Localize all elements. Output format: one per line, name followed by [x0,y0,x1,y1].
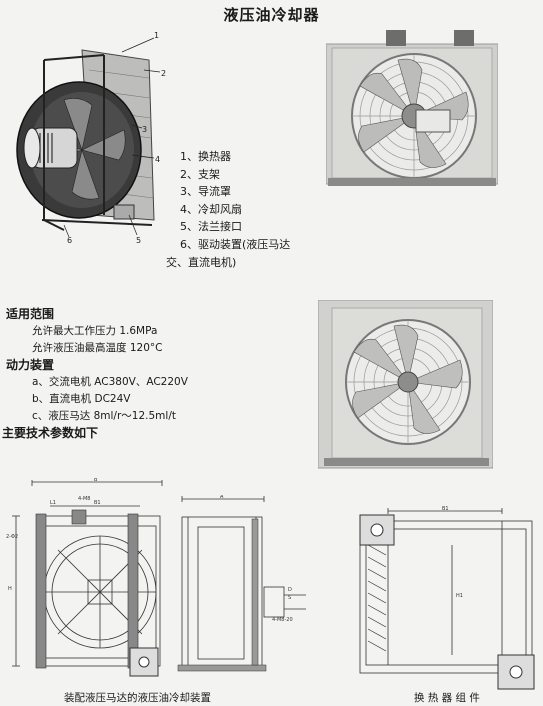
dim-b1: B1 [94,500,101,506]
parts-list-item: 交、直流电机) [166,255,237,269]
dim-a: A [220,495,224,500]
callout-3: 3 [142,125,147,134]
dim-l1: L1 [50,500,56,506]
parts-list-item: 3、导流罩 [180,185,231,199]
parts-list-item: 1、换热器 [180,150,231,163]
drive-item: b、直流电机 DC24V [32,393,131,405]
callout-6: 6 [67,236,72,245]
callout-1: 1 [154,31,159,40]
callout-4: 4 [155,155,160,164]
caption-right: 换 热 器 组 件 [414,692,480,704]
caption-left: 装配液压马达的液压油冷却装置 [64,692,211,704]
drive-heading: 动力装置 [6,358,55,372]
dim-h1: H1 [456,593,463,599]
callout-2: 2 [161,69,166,78]
heat-exchanger-drawing: B1 H1 [359,506,535,690]
page-title: 液压油冷却器 [223,6,320,24]
callout-5: 5 [136,236,141,245]
scope-item: 允许最大工作压力 1.6MPa [32,325,158,337]
cooler-photo-top [326,30,498,186]
dim-s: S [288,595,291,601]
dim-b: B [94,478,98,483]
dim-b1-assembly: B1 [442,506,449,512]
parts-list-item: 5、法兰接口 [180,220,242,234]
scope-section: 适用范围 允许最大工作压力 1.6MPa 允许液压油最高温度 120°C 动力装… [2,306,188,442]
parts-list: 1、换热器 2、支架 3、导流罩 4、冷却风扇 5、法兰接口 6、驱动装置(液压… [166,148,291,271]
parts-list-item: 2、支架 [180,167,220,181]
dim-holes: 4-M8 [78,496,90,502]
dim-pipe: 4-M8-20 [272,617,293,623]
drive-item: c、液压马达 8ml/r～12.5ml/t [32,410,176,422]
dim-n: 2-Φ2 [6,534,18,540]
side-view-drawing: A D S 4-M8-20 [177,495,306,672]
front-view-drawing: B 4-M8 B1 L1 2-Φ2 H [6,478,163,677]
parts-list-item: 4、冷却风扇 [180,202,242,216]
dim-d: D [288,587,292,593]
params-heading: 主要技术参数如下 [2,426,99,440]
drive-item: a、交流电机 AC380V、AC220V [32,376,188,388]
dim-h: H [8,586,12,592]
scope-heading: 适用范围 [6,307,55,321]
parts-list-item: 6、驱动装置(液压马达 [180,237,291,251]
exploded-view-illustration: 1 2 3 4 5 6 [4,30,179,245]
cooler-photo-bottom [318,300,493,469]
scope-item: 允许液压油最高温度 120°C [32,342,163,354]
